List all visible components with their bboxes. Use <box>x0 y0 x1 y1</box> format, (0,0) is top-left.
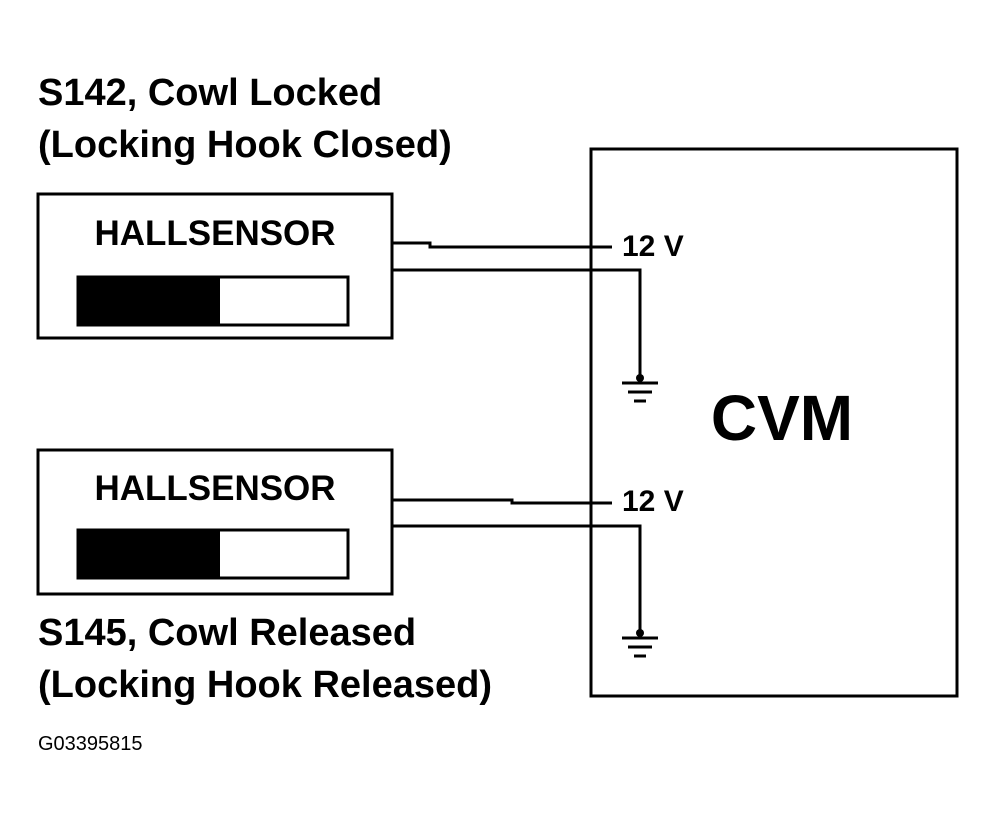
hall-sensor-top: HALLSENSOR <box>36 192 394 340</box>
figure-code: G03395815 <box>38 733 143 755</box>
sensor-top-caption-line2: (Locking Hook Closed) <box>38 124 452 166</box>
cvm-box <box>589 147 959 698</box>
cvm-module: CVM 12 V 12 V <box>589 147 959 698</box>
voltage-label-bottom: 12 V <box>622 485 684 518</box>
sensor-top-caption-line1: S142, Cowl Locked <box>38 72 382 114</box>
ground-symbol-top <box>622 374 658 403</box>
sensor-bottom-label: HALLSENSOR <box>94 469 335 508</box>
sensor-top-indicator-fill <box>78 277 220 325</box>
hall-sensor-bottom: HALLSENSOR <box>36 448 394 596</box>
sensor-top-box <box>36 192 394 340</box>
wire-bottom-ground <box>392 524 642 633</box>
wire-top-ground <box>392 268 642 378</box>
sensor-top-label: HALLSENSOR <box>94 214 335 253</box>
wire-top-signal <box>392 241 612 249</box>
wiring-top <box>392 241 642 378</box>
ground-symbol-bottom <box>622 629 658 658</box>
wire-bottom-signal <box>392 498 612 505</box>
voltage-label-top: 12 V <box>622 230 684 263</box>
sensor-bottom-indicator-fill <box>78 530 220 578</box>
sensor-bottom-caption-line2: (Locking Hook Released) <box>38 664 492 706</box>
wiring-bottom <box>392 498 642 633</box>
ground-node-bottom <box>636 629 644 637</box>
sensor-bottom-box <box>36 448 394 596</box>
sensor-bottom-caption-line1: S145, Cowl Released <box>38 612 416 654</box>
ground-node-top <box>636 374 644 382</box>
cvm-label: CVM <box>711 382 853 454</box>
